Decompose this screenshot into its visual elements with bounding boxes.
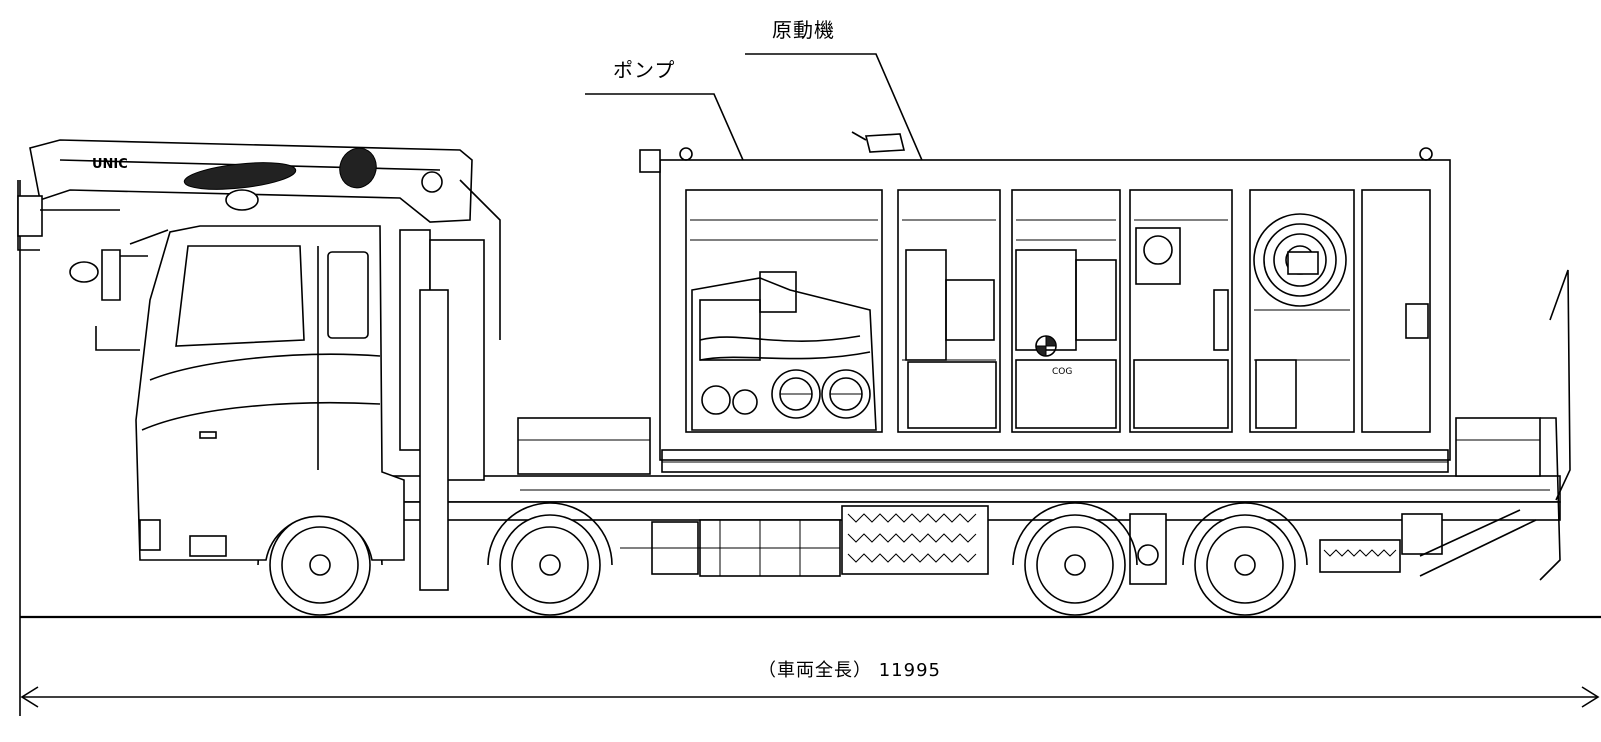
dimension-line (19, 180, 1600, 716)
chassis-frame (359, 269, 1571, 581)
second-wheel (499, 514, 601, 616)
hose-reel (1253, 213, 1350, 429)
underbody-equipment (620, 505, 1537, 585)
equipment-body (639, 131, 1451, 473)
cog-mark-text: COG (1052, 367, 1072, 377)
engine-label: 原動機 (772, 18, 835, 42)
front-wheel (269, 514, 371, 616)
rear-wheel-1 (1024, 514, 1126, 616)
truck-cab (69, 225, 405, 561)
engine-machinery: COG (905, 227, 1229, 429)
crane-brand-text: UNIC (92, 157, 128, 172)
pump-machinery (691, 271, 877, 431)
crane: UNIC (17, 139, 501, 591)
rear-wheel-2 (1194, 514, 1296, 616)
vehicle-length-label: （車両全長） 11995 (758, 660, 941, 681)
pump-label: ポンプ (613, 58, 676, 82)
